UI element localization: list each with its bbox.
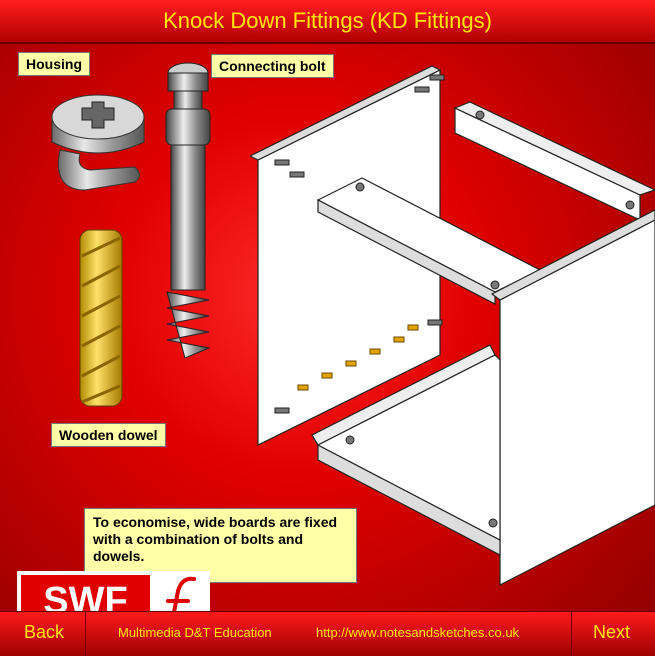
connecting-bolt-illustration bbox=[165, 62, 211, 359]
info-text-box: To economise, wide boards are fixed with… bbox=[84, 508, 357, 583]
footer-divider bbox=[571, 612, 572, 656]
footer-credit: Multimedia D&T Education bbox=[118, 625, 272, 640]
footer-url-link[interactable]: http://www.notesandsketches.co.uk bbox=[316, 625, 520, 640]
back-button[interactable]: Back bbox=[24, 622, 65, 642]
next-button[interactable]: Next bbox=[593, 622, 631, 642]
connecting-bolt-label: Connecting bolt bbox=[211, 54, 334, 78]
wooden-dowel-label: Wooden dowel bbox=[51, 423, 166, 447]
footer-divider bbox=[85, 612, 86, 656]
housing-label: Housing bbox=[18, 52, 90, 76]
footer-bar: Back Multimedia D&T Education http://www… bbox=[0, 611, 655, 656]
title-bar: Knock Down Fittings (KD Fittings) bbox=[0, 0, 655, 44]
wooden-dowel-illustration bbox=[79, 229, 123, 407]
page-title: Knock Down Fittings (KD Fittings) bbox=[163, 8, 492, 33]
housing-illustration bbox=[51, 94, 145, 191]
cabinet-exploded-diagram bbox=[250, 65, 655, 586]
